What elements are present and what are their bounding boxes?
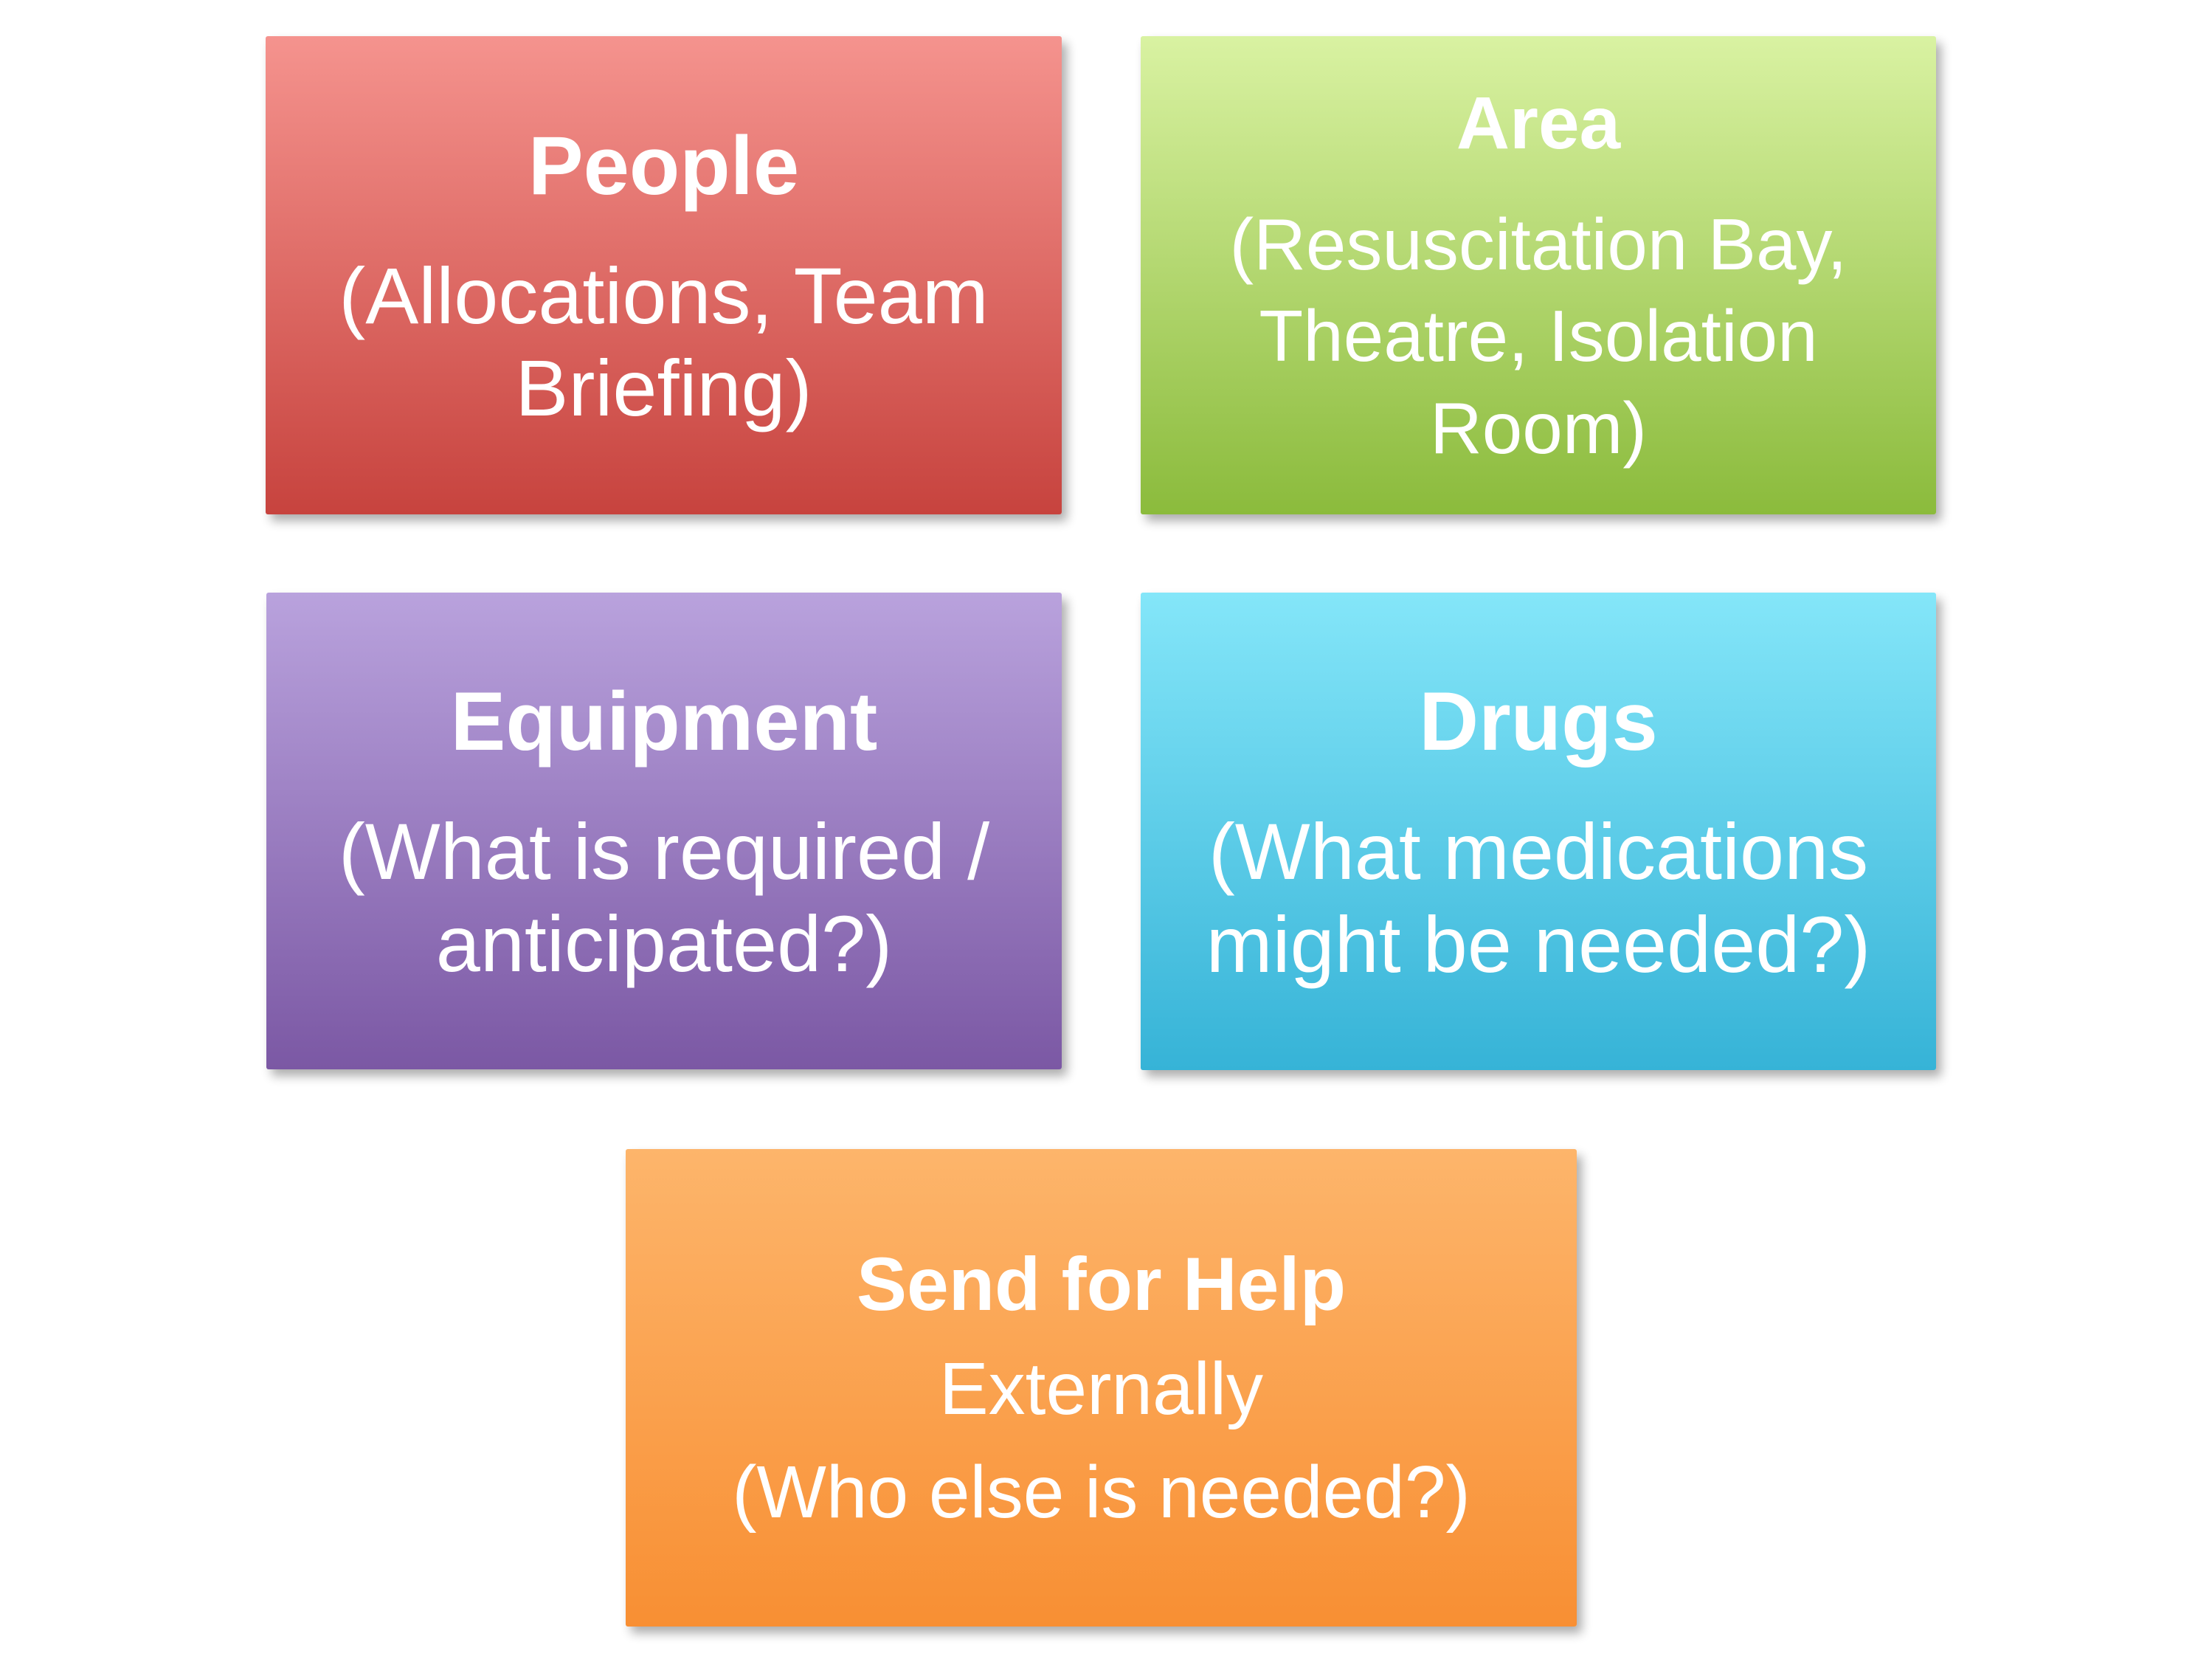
card-send-for-help-question: (Who else is needed?)	[732, 1450, 1470, 1534]
card-area-title: Area	[1456, 81, 1621, 165]
card-people: People (Allocations, Team Briefing)	[266, 36, 1062, 514]
card-equipment-body: (What is required / anticipated?)	[338, 806, 990, 989]
card-send-for-help-externally: Externally	[939, 1347, 1264, 1430]
card-people-title: People	[528, 119, 800, 212]
card-drugs-title: Drugs	[1419, 675, 1658, 768]
card-area: Area (Resuscitation Bay, Theatre, Isolat…	[1141, 36, 1936, 514]
card-area-body: (Resuscitation Bay, Theatre, Isolation R…	[1229, 203, 1848, 469]
card-drugs: Drugs (What medications might be needed?…	[1141, 593, 1936, 1070]
card-people-body: (Allocations, Team Briefing)	[339, 250, 989, 433]
card-equipment-title: Equipment	[450, 675, 878, 768]
card-send-for-help-title: Send for Help	[856, 1242, 1347, 1327]
card-drugs-body: (What medications might be needed?)	[1206, 807, 1871, 989]
card-equipment: Equipment (What is required / anticipate…	[266, 593, 1062, 1069]
card-send-for-help: Send for Help Externally (Who else is ne…	[626, 1149, 1577, 1627]
